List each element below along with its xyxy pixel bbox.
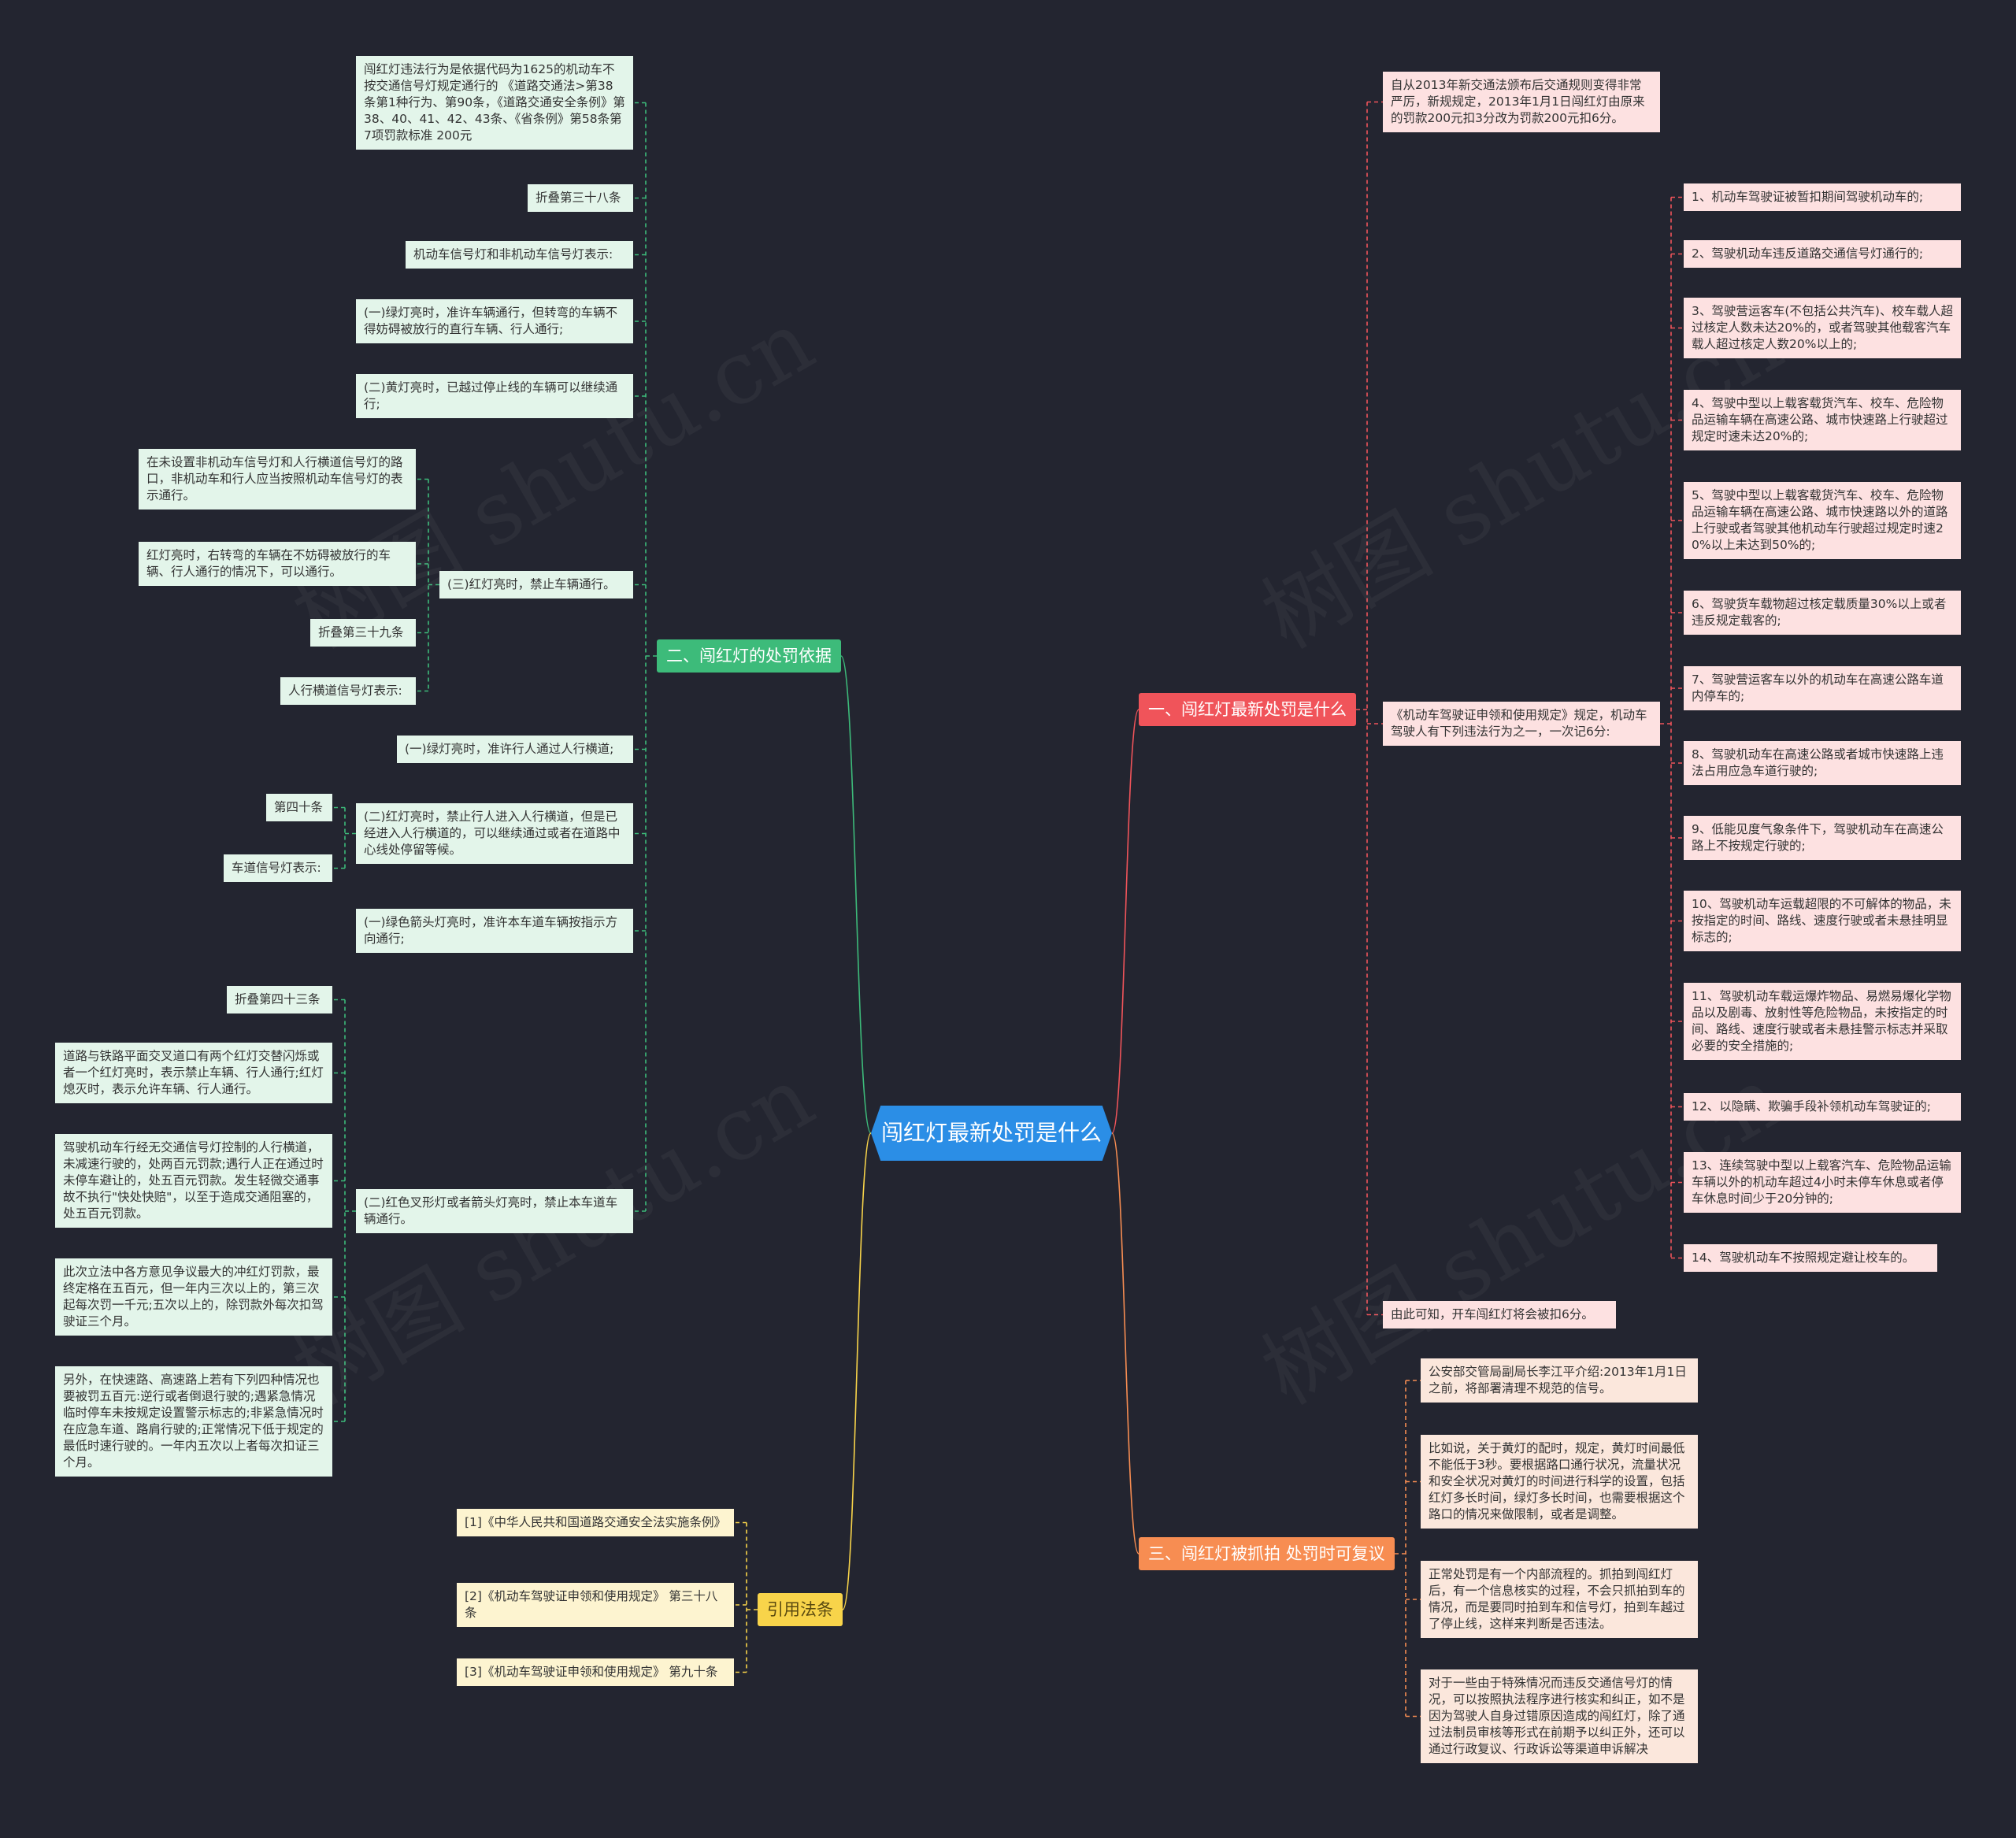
list-item[interactable]: 7、驾驶营运客车以外的机动车在高速公路车道内停车的; <box>1684 666 1961 710</box>
leaf-green-light[interactable]: (一)绿灯亮时，准许车辆通行，但转弯的车辆不得妨碍被放行的直行车辆、行人通行; <box>356 299 633 343</box>
connector-line <box>1111 1132 1140 1555</box>
branch-review[interactable]: 三、闯红灯被抓拍 处罚时可复议 <box>1139 1537 1395 1570</box>
list-item[interactable]: 8、驾驶机动车在高速公路或者城市快速路上违法占用应急车道行驶的; <box>1684 741 1961 785</box>
leaf-crosswalk-red[interactable]: (二)红灯亮时，禁止行人进入人行横道，但是已经进入人行横道的，可以继续通过或者在… <box>356 803 633 864</box>
list-item[interactable]: 4、驾驶中型以上载客载货汽车、校车、危险物品运输车辆在高速公路、城市快速路上行驶… <box>1684 390 1961 450</box>
leaf-no-nonmotor-signal[interactable]: 在未设置非机动车信号灯和人行横道信号灯的路口，非机动车和行人应当按照机动车信号灯… <box>139 449 416 510</box>
list-item[interactable]: 12、以隐瞒、欺骗手段补领机动车驾驶证的; <box>1684 1093 1961 1121</box>
leaf-right-turn[interactable]: 红灯亮时，右转弯的车辆在不妨碍被放行的车辆、行人通行的情况下，可以通行。 <box>139 542 416 586</box>
leaf-appeal[interactable]: 对于一些由于特殊情况而违反交通信号灯的情况，可以按照执法程序进行核实和纠正，如不… <box>1421 1669 1698 1763</box>
leaf-article-38[interactable]: 折叠第三十八条 <box>528 184 633 212</box>
leaf-crosswalk-green[interactable]: (一)绿灯亮时，准许行人通过人行横道; <box>397 736 633 763</box>
leaf-official-intro[interactable]: 公安部交管局副局长李江平介绍:2013年1月1日之前，将部署清理不规范的信号。 <box>1421 1358 1698 1403</box>
leaf-crosswalk-signal[interactable]: 人行横道信号灯表示: <box>280 677 416 705</box>
leaf-expressway-fine[interactable]: 另外，在快速路、高速路上若有下列四种情况也要被罚五百元:逆行或者倒退行驶的;遇紧… <box>55 1366 332 1477</box>
leaf-process[interactable]: 正常处罚是有一个内部流程的。抓拍到闯红灯后，有一个信息核实的过程，不会只抓拍到车… <box>1421 1561 1698 1638</box>
leaf-yellow-timing[interactable]: 比如说，关于黄灯的配时，规定，黄灯时间最低不能低于3秒。要根据路口通行状况，流量… <box>1421 1435 1698 1529</box>
list-item[interactable]: 14、驾驶机动车不按照规定避让校车的。 <box>1684 1244 1937 1272</box>
connector-line <box>842 1132 872 1610</box>
leaf-conclusion[interactable]: 由此可知，开车闯红灯将会被扣6分。 <box>1383 1301 1616 1328</box>
leaf-cite-1[interactable]: [1]《中华人民共和国道路交通安全法实施条例》 <box>457 1509 734 1536</box>
root-topic[interactable]: 闯红灯最新处罚是什么 <box>871 1106 1112 1161</box>
list-item[interactable]: 3、驾驶营运客车(不包括公共汽车)、校车载人超过核定人数未达20%的，或者驾驶其… <box>1684 298 1961 358</box>
branch-penalty-basis[interactable]: 二、闯红灯的处罚依据 <box>657 639 841 673</box>
leaf-railway-crossing[interactable]: 道路与铁路平面交叉道口有两个红灯交替闪烁或者一个红灯亮时，表示禁止车辆、行人通行… <box>55 1043 332 1103</box>
leaf-article-40[interactable]: 第四十条 <box>266 794 332 821</box>
leaf-red-light[interactable]: (三)红灯亮时，禁止车辆通行。 <box>439 571 633 598</box>
list-item[interactable]: 13、连续驾驶中型以上载客汽车、危险物品运输车辆以外的机动车超过4小时未停车休息… <box>1684 1152 1961 1213</box>
leaf-green-arrow[interactable]: (一)绿色箭头灯亮时，准许本车道车辆按指示方向通行; <box>356 909 633 953</box>
list-item[interactable]: 10、驾驶机动车运载超限的不可解体的物品，未按指定的时间、路线、速度行驶或者未悬… <box>1684 891 1961 951</box>
leaf-crosswalk-fine[interactable]: 驾驶机动车行经无交通信号灯控制的人行横道，未减速行驶的，处两百元罚款;遇行人正在… <box>55 1134 332 1228</box>
list-item[interactable]: 6、驾驶货车载物超过核定载质量30%以上或者违反规定载客的; <box>1684 591 1961 635</box>
leaf-cite-3[interactable]: [3]《机动车驾驶证申领和使用规定》 第九十条 <box>457 1658 734 1686</box>
connector-line <box>840 655 872 1134</box>
list-item[interactable]: 11、驾驶机动车载运爆炸物品、易燃易爆化学物品以及剧毒、放射性等危险物品，未按指… <box>1684 983 1961 1060</box>
leaf-signal-meaning[interactable]: 机动车信号灯和非机动车信号灯表示: <box>406 241 633 269</box>
leaf-yellow-light[interactable]: (二)黄灯亮时，已越过停止线的车辆可以继续通行; <box>356 374 633 418</box>
leaf-red-light-fine[interactable]: 此次立法中各方意见争议最大的冲红灯罚款，最终定格在五百元，但一年内三次以上的，第… <box>55 1258 332 1336</box>
branch-cited-laws[interactable]: 引用法条 <box>758 1593 843 1626</box>
leaf-six-points-rule[interactable]: 《机动车驾驶证申领和使用规定》规定，机动车驾驶人有下列违法行为之一，一次记6分: <box>1383 702 1660 746</box>
list-item[interactable]: 1、机动车驾驶证被暂扣期间驾驶机动车的; <box>1684 183 1961 211</box>
connector-line <box>1111 709 1140 1134</box>
list-item[interactable]: 9、低能见度气象条件下，驾驶机动车在高速公路上不按规定行驶的; <box>1684 816 1961 860</box>
leaf-lane-signal[interactable]: 车道信号灯表示: <box>224 854 332 882</box>
leaf-2013-rule[interactable]: 自从2013年新交通法颁布后交通规则变得非常严厉，新规规定，2013年1月1日闯… <box>1383 72 1660 132</box>
list-item[interactable]: 5、驾驶中型以上载客载货汽车、校车、危险物品运输车辆在高速公路、城市快速路以外的… <box>1684 482 1961 559</box>
leaf-article-43[interactable]: 折叠第四十三条 <box>227 986 332 1013</box>
leaf-red-cross[interactable]: (二)红色叉形灯或者箭头灯亮时，禁止本车道车辆通行。 <box>356 1189 633 1233</box>
branch-latest-penalty[interactable]: 一、闯红灯最新处罚是什么 <box>1139 693 1356 726</box>
leaf-violation-code[interactable]: 闯红灯违法行为是依据代码为1625的机动车不按交通信号灯规定通行的 《道路交通法… <box>356 56 633 150</box>
leaf-article-39[interactable]: 折叠第三十九条 <box>310 619 416 647</box>
list-item[interactable]: 2、驾驶机动车违反道路交通信号灯通行的; <box>1684 240 1961 268</box>
leaf-cite-2[interactable]: [2]《机动车驾驶证申领和使用规定》 第三十八条 <box>457 1583 734 1627</box>
